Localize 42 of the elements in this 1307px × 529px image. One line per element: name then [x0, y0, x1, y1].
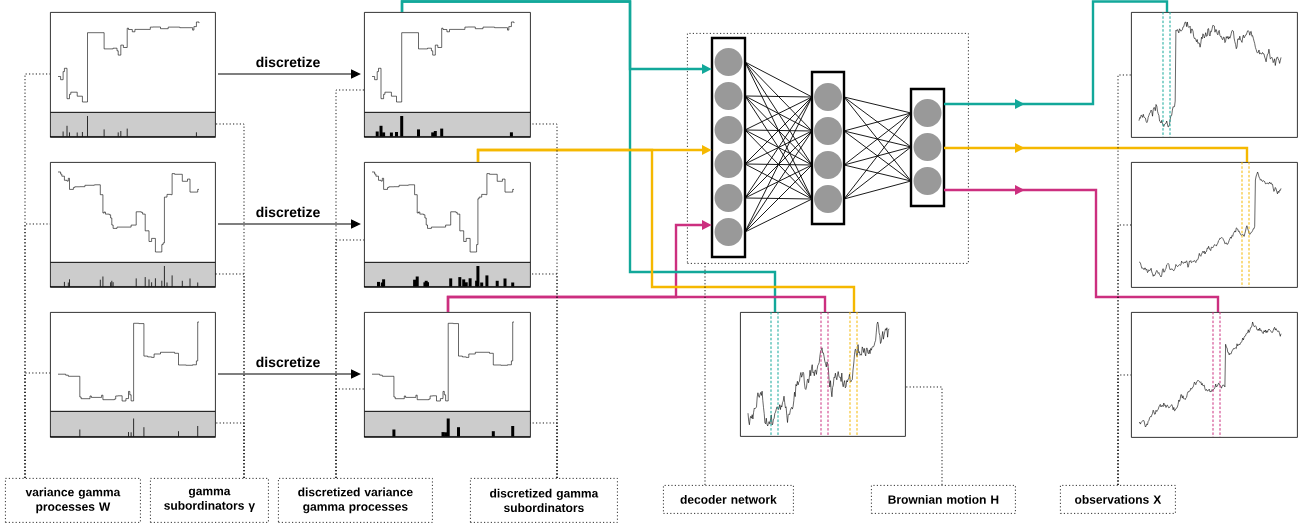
arrow [944, 185, 1220, 312]
label-box: decoder network [663, 485, 794, 514]
edge-label: discretize [254, 205, 322, 219]
arrow [217, 369, 361, 379]
label-box: variance gamma processes W [5, 478, 141, 523]
bar-strip [49, 262, 216, 288]
label-box: gamma subordinators γ [150, 478, 269, 523]
line-plot [50, 162, 216, 263]
line-plot [50, 12, 216, 113]
connector-line [446, 295, 827, 312]
arrow [944, 143, 1249, 162]
edge-label: discretize [254, 55, 322, 69]
leader-line [904, 386, 943, 486]
arrow [944, 0, 1169, 109]
line-plot [364, 12, 531, 113]
line-plot [1131, 312, 1298, 438]
leader-line [214, 422, 245, 479]
leader-line [1117, 374, 1132, 486]
line-plot [1131, 162, 1298, 288]
arrow [217, 219, 361, 229]
bar-strip [49, 411, 216, 438]
label-box: observations X [1060, 485, 1176, 514]
connector-line [476, 148, 856, 312]
line-plot [364, 162, 531, 263]
leader-line [704, 262, 706, 486]
leader-line [335, 388, 365, 479]
line-plot [740, 312, 906, 437]
label-box: Brownian motion H [871, 485, 1016, 514]
line-plot [1131, 12, 1298, 138]
label-box: discretized gamma subordinators [470, 478, 618, 523]
bar-strip [363, 262, 531, 288]
connector-line [400, 0, 777, 312]
bar-strip [363, 112, 531, 138]
arrow [217, 69, 361, 79]
line-plot [364, 312, 531, 412]
label-box: discretized variance gamma processes [278, 478, 433, 523]
bar-strip [49, 112, 216, 138]
bar-strip [363, 411, 531, 438]
leader-line [529, 422, 558, 479]
line-plot [50, 312, 216, 412]
leader-line [24, 372, 51, 479]
edge-label: discretize [254, 355, 322, 369]
